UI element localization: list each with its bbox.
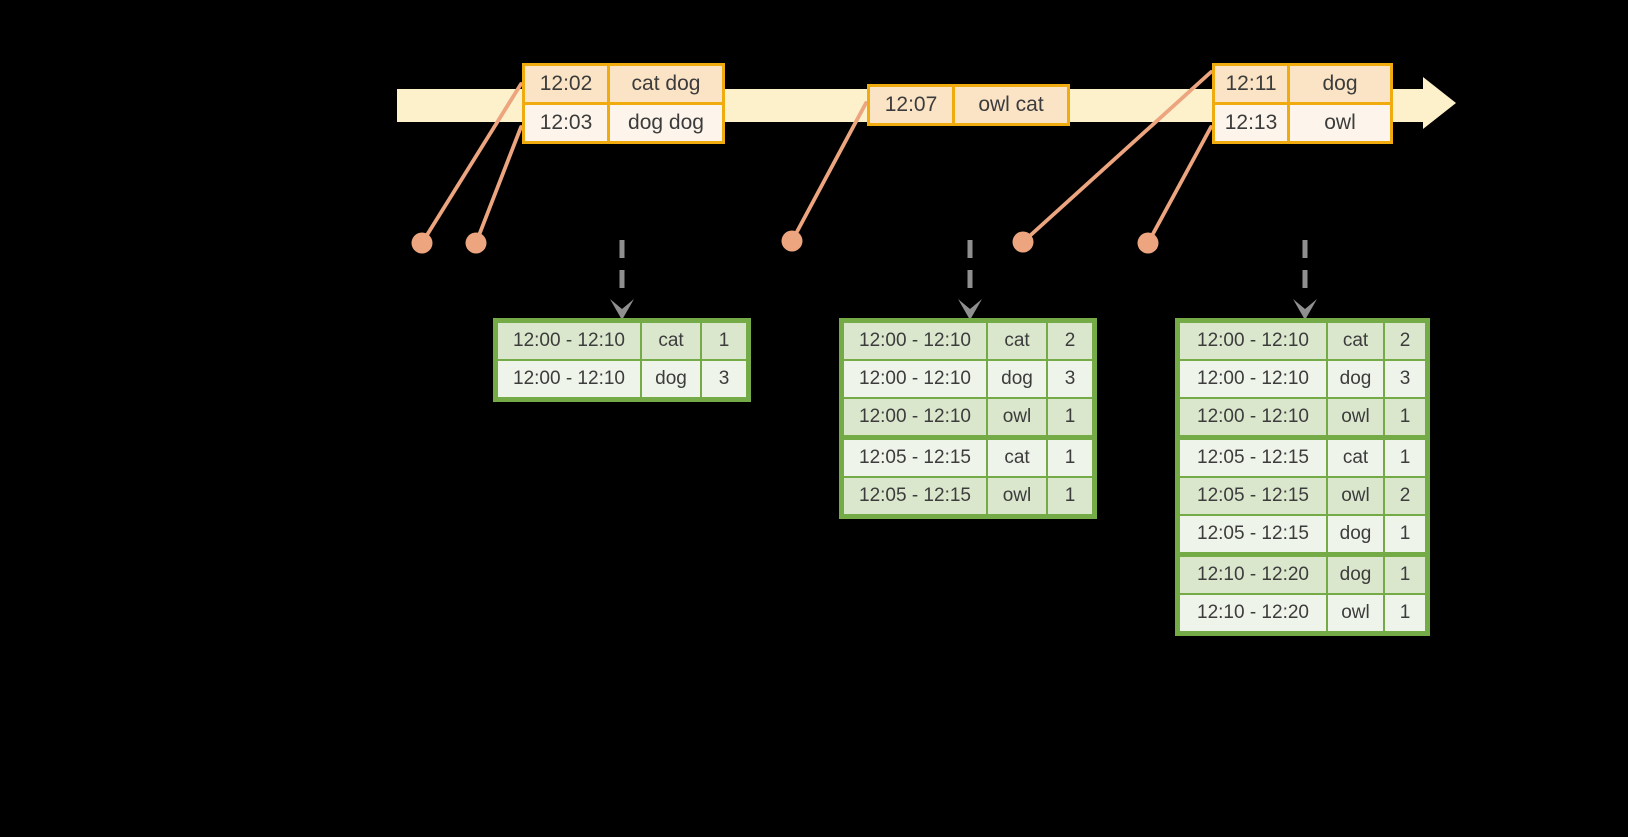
connector-line-event-1211 xyxy=(1021,70,1213,244)
time-cell: 12:03 xyxy=(525,105,607,141)
count-cell: 1 xyxy=(1048,399,1092,435)
word-cell: dog xyxy=(1328,557,1383,593)
count-cell: 1 xyxy=(1048,478,1092,514)
count-cell: 2 xyxy=(1048,323,1092,359)
word-cell: cat xyxy=(988,440,1046,476)
words-cell: dog xyxy=(1290,66,1390,102)
window-cell: 12:05 - 12:15 xyxy=(844,478,986,514)
event-dot-2 xyxy=(465,232,487,254)
word-cell: owl xyxy=(1328,478,1383,514)
count-cell: 1 xyxy=(1048,440,1092,476)
trigger-arrowhead-icon-1 xyxy=(610,299,634,320)
window-cell: 12:00 - 12:10 xyxy=(844,323,986,359)
word-cell: owl xyxy=(1328,595,1383,631)
count-cell: 2 xyxy=(1385,323,1425,359)
connector-line-event-1207 xyxy=(790,101,868,243)
word-cell: cat xyxy=(988,323,1046,359)
window-cell: 12:00 - 12:10 xyxy=(844,361,986,397)
window-cell: 12:10 - 12:20 xyxy=(1180,595,1326,631)
word-cell: owl xyxy=(988,478,1046,514)
word-cell: dog xyxy=(642,361,700,397)
count-cell: 1 xyxy=(1385,440,1425,476)
count-cell: 3 xyxy=(702,361,746,397)
trigger-arrowhead-icon-3 xyxy=(1293,299,1317,320)
window-cell: 12:05 - 12:15 xyxy=(1180,440,1326,476)
window-cell: 12:05 - 12:15 xyxy=(1180,478,1326,514)
time-cell: 12:13 xyxy=(1215,105,1287,141)
words-cell: owl cat xyxy=(955,87,1067,123)
time-cell: 12:02 xyxy=(525,66,607,102)
count-cell: 3 xyxy=(1385,361,1425,397)
words-cell: dog dog xyxy=(610,105,722,141)
window-cell: 12:00 - 12:10 xyxy=(1180,361,1326,397)
word-cell: cat xyxy=(1328,323,1383,359)
event-dot-4 xyxy=(1012,231,1034,253)
connector-line-event-1203 xyxy=(474,125,523,245)
window-cell: 12:05 - 12:15 xyxy=(1180,516,1326,552)
event-dot-5 xyxy=(1137,232,1159,254)
trigger-arrowhead-icon-2 xyxy=(958,299,982,320)
window-cell: 12:00 - 12:10 xyxy=(844,399,986,435)
words-cell: cat dog xyxy=(610,66,722,102)
count-cell: 1 xyxy=(1385,595,1425,631)
count-cell: 1 xyxy=(1385,516,1425,552)
window-cell: 12:05 - 12:15 xyxy=(844,440,986,476)
window-cell: 12:10 - 12:20 xyxy=(1180,557,1326,593)
word-cell: dog xyxy=(1328,361,1383,397)
word-cell: owl xyxy=(1328,399,1383,435)
connector-line-event-1202 xyxy=(420,82,523,245)
window-cell: 12:00 - 12:10 xyxy=(1180,323,1326,359)
word-cell: dog xyxy=(1328,516,1383,552)
count-cell: 1 xyxy=(1385,399,1425,435)
window-cell: 12:00 - 12:10 xyxy=(498,361,640,397)
window-cell: 12:00 - 12:10 xyxy=(498,323,640,359)
timeline-arrowhead-icon xyxy=(1423,77,1456,129)
window-cell: 12:00 - 12:10 xyxy=(1180,399,1326,435)
count-cell: 1 xyxy=(1385,557,1425,593)
connector-line-event-1213 xyxy=(1146,125,1213,245)
count-cell: 1 xyxy=(702,323,746,359)
word-cell: cat xyxy=(642,323,700,359)
event-dot-1 xyxy=(411,232,433,254)
word-cell: owl xyxy=(988,399,1046,435)
time-cell: 12:11 xyxy=(1215,66,1287,102)
event-dot-3 xyxy=(781,230,803,252)
count-cell: 3 xyxy=(1048,361,1092,397)
word-cell: dog xyxy=(988,361,1046,397)
words-cell: owl xyxy=(1290,105,1390,141)
word-cell: cat xyxy=(1328,440,1383,476)
count-cell: 2 xyxy=(1385,478,1425,514)
time-cell: 12:07 xyxy=(870,87,952,123)
